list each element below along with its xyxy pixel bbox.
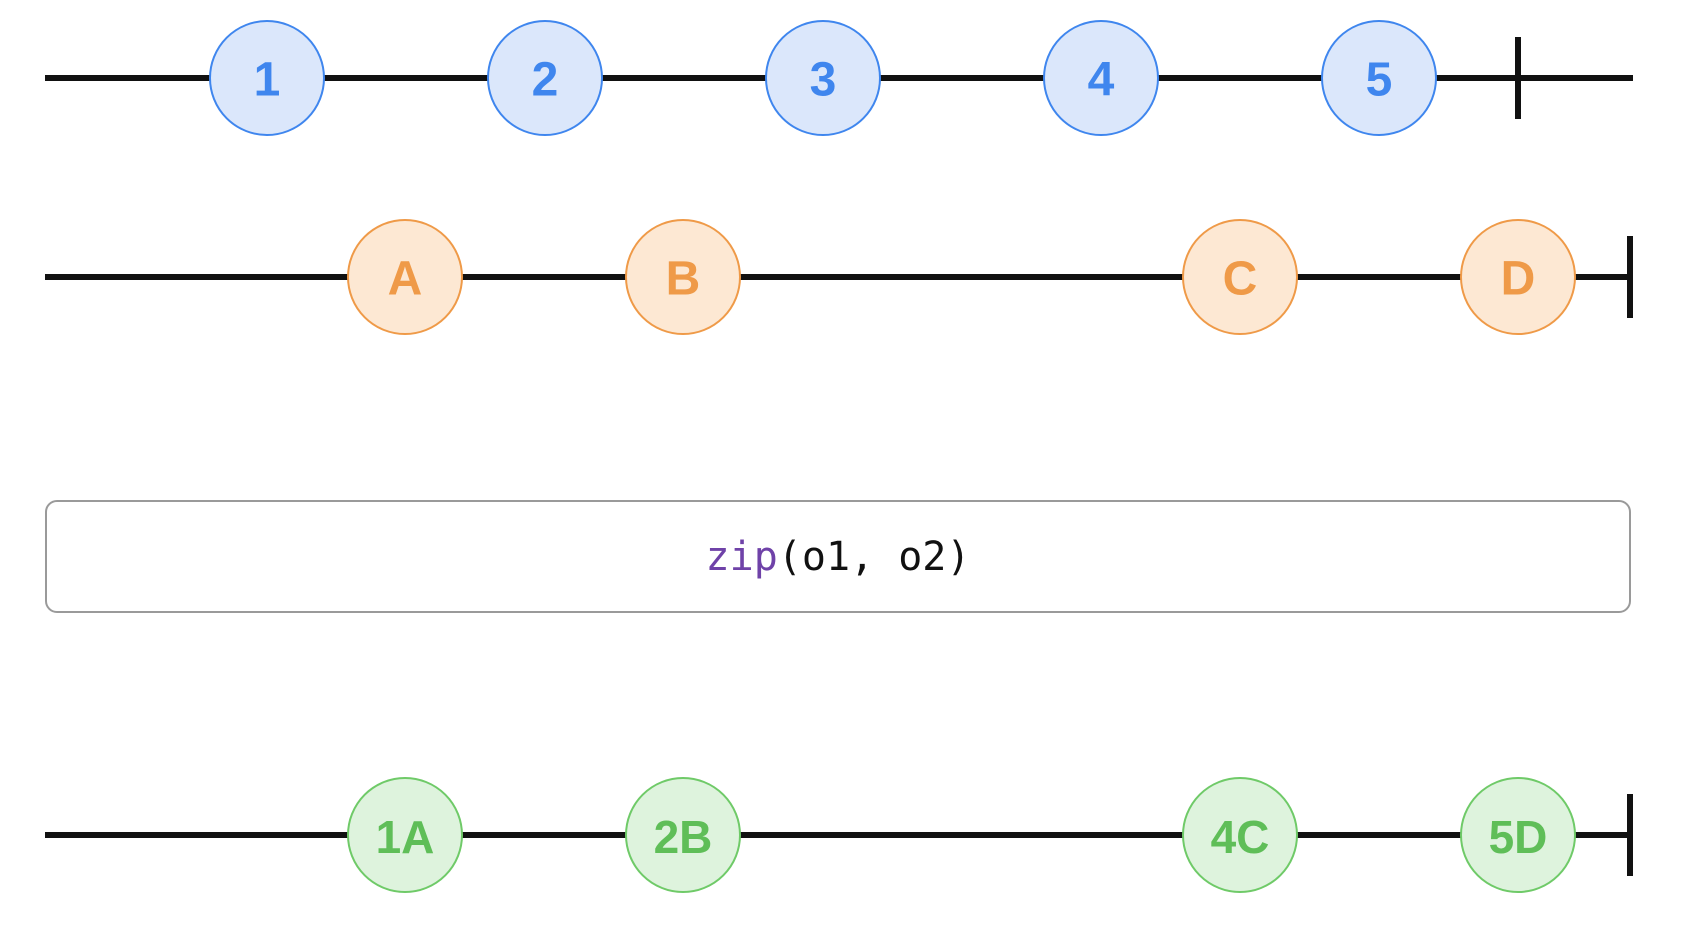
marble-4: 4 <box>1043 20 1159 136</box>
marble-5d: 5D <box>1460 777 1576 893</box>
marble-1-label: 1 <box>254 54 281 107</box>
marble-4-label: 4 <box>1088 54 1115 107</box>
output-stream: 1A 2B 4C 5D <box>45 777 1633 893</box>
marble-3: 3 <box>765 20 881 136</box>
marble-1a-label: 1A <box>376 811 435 863</box>
marble-1: 1 <box>209 20 325 136</box>
marble-4c: 4C <box>1182 777 1298 893</box>
zip-operator-box: zip(o1, o2) <box>45 500 1631 613</box>
marble-3-label: 3 <box>810 54 837 107</box>
marble-1a: 1A <box>347 777 463 893</box>
marble-a-label: A <box>388 253 423 306</box>
marble-2: 2 <box>487 20 603 136</box>
input-stream-1: 1 2 3 4 5 <box>45 20 1633 136</box>
zip-arguments: (o1, o2) <box>777 533 971 580</box>
marble-d-label: D <box>1501 253 1536 306</box>
input-stream-2: A B C D <box>45 219 1633 335</box>
marble-b-label: B <box>666 253 701 306</box>
marble-a: A <box>347 219 463 335</box>
marble-2-label: 2 <box>532 54 559 107</box>
zip-function-name: zip <box>705 533 778 580</box>
marble-5d-label: 5D <box>1489 811 1548 863</box>
zip-operator-label: zip(o1, o2) <box>706 534 971 580</box>
marble-b: B <box>625 219 741 335</box>
marble-2b-label: 2B <box>654 811 713 863</box>
marble-c: C <box>1182 219 1298 335</box>
marble-5: 5 <box>1321 20 1437 136</box>
marble-c-label: C <box>1223 253 1258 306</box>
marble-d: D <box>1460 219 1576 335</box>
marble-4c-label: 4C <box>1211 811 1270 863</box>
marble-2b: 2B <box>625 777 741 893</box>
marble-5-label: 5 <box>1366 54 1393 107</box>
